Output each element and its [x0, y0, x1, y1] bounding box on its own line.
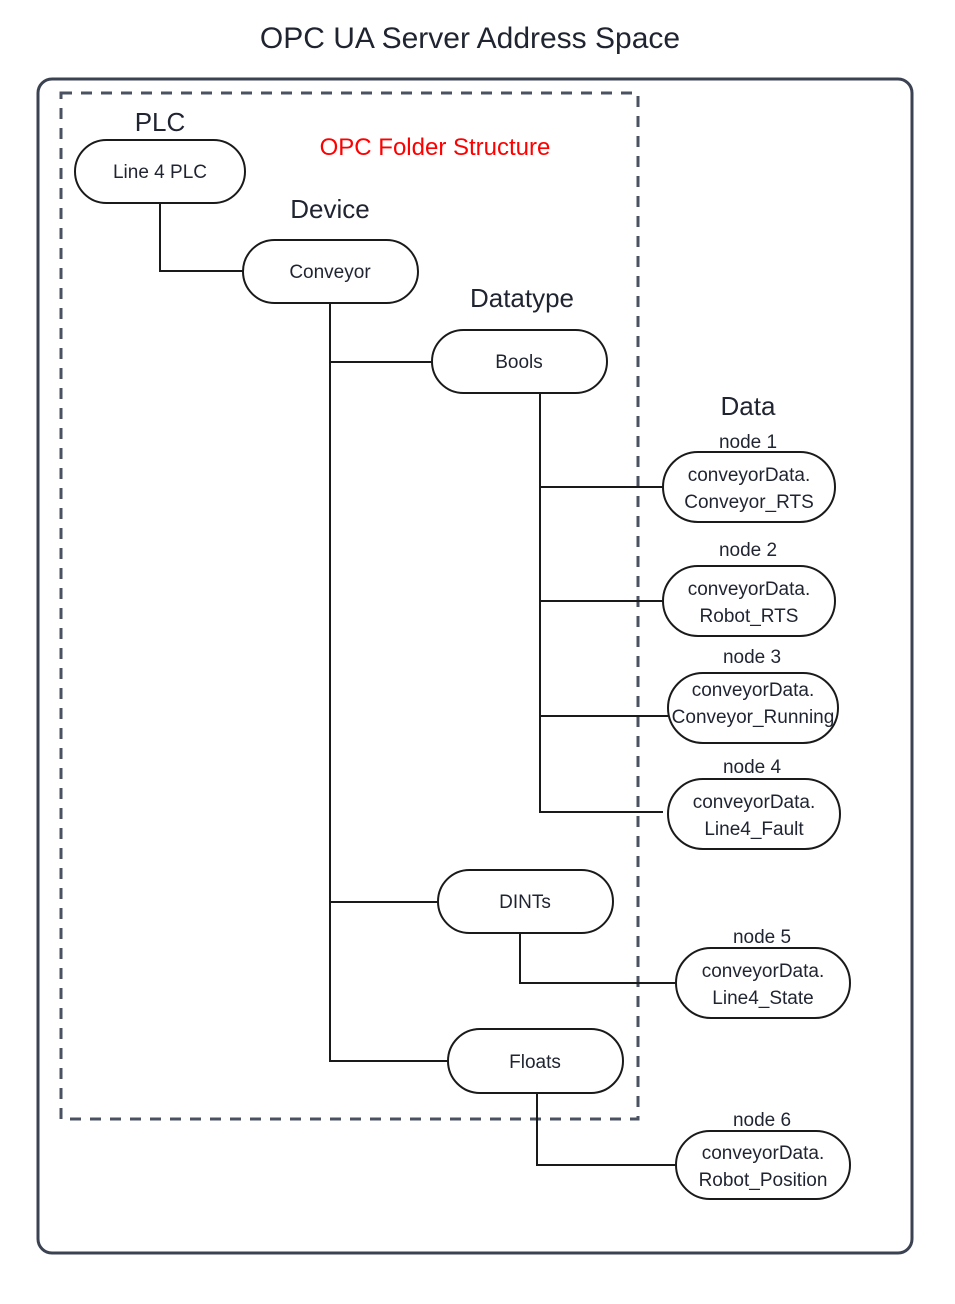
node-bools-label: Bools	[495, 352, 543, 373]
data-node-1-caption: node 1	[719, 432, 777, 453]
data-node-1-line2: Conveyor_RTS	[684, 492, 814, 513]
data-node-6[interactable]: node 6 conveyorData. Robot_Position	[675, 1110, 851, 1200]
node-line4-plc[interactable]: Line 4 PLC	[74, 139, 246, 204]
data-node-2-shape	[662, 565, 836, 637]
node-floats-shape	[447, 1028, 624, 1094]
data-node-5-line1: conveyorData.	[702, 961, 825, 982]
data-node-2-line1: conveyorData.	[688, 579, 811, 600]
connector-bools-to-node1	[539, 393, 663, 488]
node-dints[interactable]: DINTs	[437, 869, 614, 934]
data-node-3-line1: conveyorData.	[692, 680, 815, 701]
connector-bools-to-node4	[539, 716, 663, 813]
data-node-1-shape	[662, 451, 836, 523]
connector-bools-to-node2	[539, 487, 663, 602]
connector-plc-to-conveyor	[159, 203, 243, 272]
page-title: OPC UA Server Address Space	[260, 22, 680, 55]
connector-floats-to-node6	[536, 1093, 676, 1166]
data-node-4-line2: Line4_Fault	[704, 819, 804, 840]
data-node-5-shape	[675, 947, 851, 1019]
data-node-4-shape	[667, 778, 841, 850]
data-node-1[interactable]: node 1 conveyorData. Conveyor_RTS	[662, 432, 836, 523]
data-node-3-line2: Conveyor_Running	[672, 707, 835, 728]
node-floats-label: Floats	[509, 1052, 561, 1073]
node-conveyor-shape	[242, 239, 419, 304]
data-node-4[interactable]: node 4 conveyorData. Line4_Fault	[667, 757, 841, 850]
data-node-5[interactable]: node 5 conveyorData. Line4_State	[675, 927, 851, 1019]
connector-conveyor-to-floats	[329, 902, 448, 1062]
data-node-3-caption: node 3	[723, 647, 781, 668]
opc-folder-structure-annotation: OPC Folder Structure	[320, 134, 551, 161]
group-label-device: Device	[290, 194, 369, 224]
node-bools-shape	[431, 329, 608, 394]
data-node-3[interactable]: node 3 conveyorData. Conveyor_Running	[667, 647, 839, 744]
opc-folder-boundary	[59, 91, 640, 1121]
data-node-6-line1: conveyorData.	[702, 1143, 825, 1164]
data-node-6-caption: node 6	[733, 1110, 791, 1131]
connector-conveyor-to-dints	[329, 362, 438, 903]
data-node-1-line1: conveyorData.	[688, 465, 811, 486]
node-line4-plc-shape	[74, 139, 246, 204]
data-node-6-line2: Robot_Position	[699, 1170, 828, 1191]
data-node-2-line2: Robot_RTS	[700, 606, 799, 627]
data-node-2-caption: node 2	[719, 540, 777, 561]
node-bools[interactable]: Bools	[431, 329, 608, 394]
node-line4-plc-label: Line 4 PLC	[113, 162, 207, 183]
connector-bools-to-node3	[539, 601, 668, 717]
data-node-4-caption: node 4	[723, 757, 782, 778]
node-floats[interactable]: Floats	[447, 1028, 624, 1094]
group-label-data: Data	[721, 391, 776, 421]
group-label-plc: PLC	[135, 107, 186, 137]
connector-dints-to-node5	[519, 933, 676, 984]
connector-conveyor-to-bools	[329, 303, 432, 363]
data-node-2[interactable]: node 2 conveyorData. Robot_RTS	[662, 540, 836, 637]
data-node-4-line1: conveyorData.	[693, 792, 816, 813]
outer-container	[36, 77, 914, 1255]
node-dints-shape	[437, 869, 614, 934]
node-dints-label: DINTs	[499, 892, 551, 913]
data-node-5-caption: node 5	[733, 927, 791, 948]
data-node-6-shape	[675, 1130, 851, 1200]
node-conveyor[interactable]: Conveyor	[242, 239, 419, 304]
data-node-5-line2: Line4_State	[712, 988, 813, 1009]
group-label-datatype: Datatype	[470, 283, 574, 313]
node-conveyor-label: Conveyor	[289, 262, 371, 283]
data-node-3-shape	[667, 672, 839, 744]
